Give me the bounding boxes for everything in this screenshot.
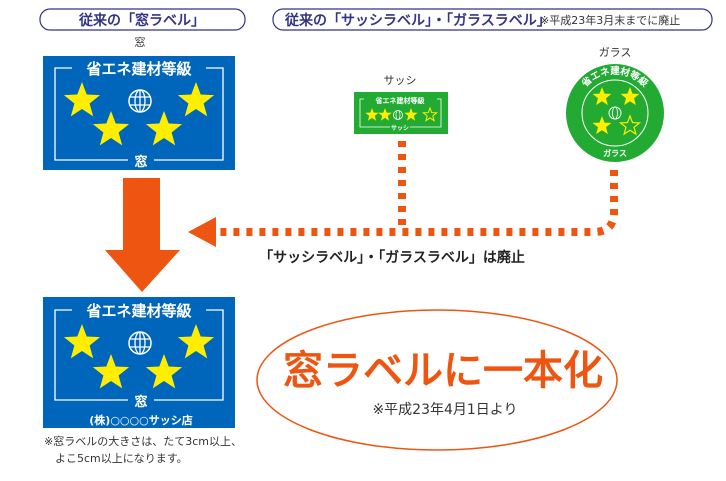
star-filled-icon: [145, 354, 183, 389]
window-label-old-title: 省エネ建材等級: [85, 60, 191, 78]
window-caption: 窓: [135, 35, 146, 49]
star-filled-icon: [63, 82, 101, 117]
size-note-line-2: よこ5cm以上になります。: [55, 452, 188, 465]
star-filled-icon: [592, 116, 612, 135]
window-label-new-maker: (株)○○○○サッシ店: [89, 413, 192, 427]
window-label-old-bottom: 窓: [134, 154, 147, 170]
arrow-head-left: [188, 217, 216, 247]
glass-caption: ガラス: [599, 46, 632, 59]
header-old-window: 従来の「窓ラベル」: [39, 8, 246, 31]
glass-label-bottom: ガラス: [603, 148, 627, 158]
window-label-new-title: 省エネ建材等級: [85, 302, 191, 320]
unify-headline: 窓ラベルに一本化: [283, 348, 603, 394]
globe-icon: [393, 110, 403, 120]
star-filled-icon: [592, 87, 612, 106]
size-note-line-1: ※窓ラベルの大きさは、たて3cm以上、: [44, 434, 242, 448]
star-filled-icon: [63, 324, 101, 359]
star-filled-icon: [92, 354, 130, 389]
unify-date: ※平成23年4月1日より: [372, 402, 517, 418]
star-filled-icon: [145, 111, 183, 146]
abolish-text: 「サッシラベル」・「ガラスラベル」は廃止: [259, 249, 525, 266]
unify-callout: 窓ラベルに一本化 ※平成23年4月1日より: [256, 309, 618, 451]
globe-icon: [608, 106, 622, 120]
star-filled-icon: [620, 87, 640, 106]
sash-label-stars: [365, 106, 439, 122]
star-filled-icon: [92, 111, 130, 146]
globe-icon: [128, 331, 152, 355]
header-old-sash-glass-text: 従来の「サッシラベル」・「ガラスラベル」: [284, 12, 551, 29]
header-abolish-note: ※平成23年3月末までに廃止: [540, 13, 680, 27]
sash-label-title: 省エネ建材等級: [375, 96, 426, 105]
down-arrow: [105, 178, 180, 292]
star-filled-icon: [177, 324, 215, 359]
header-old-sash-glass: 従来の「サッシラベル」・「ガラスラベル」 ※平成23年3月末までに廃止: [272, 8, 713, 31]
abolish-dotted-arrow: [188, 141, 618, 247]
star-outline-icon: [618, 114, 642, 136]
sash-label-bottom: サッシ: [391, 125, 409, 132]
star-filled-icon: [177, 82, 215, 117]
window-label-new-stars: [63, 324, 215, 389]
glass-label: 省エネ建材等級 ガラス: [566, 64, 664, 162]
glass-label-stars: [592, 87, 642, 136]
sash-caption: サッシ: [384, 74, 417, 87]
star-filled-icon: [378, 108, 392, 121]
window-label-old: 省エネ建材等級 窓: [43, 56, 235, 170]
sash-label: 省エネ建材等級 サッシ: [354, 92, 448, 134]
window-label-new: 省エネ建材等級 窓 (株)○○○○サッシ店: [43, 297, 235, 428]
star-filled-icon: [365, 108, 379, 121]
header-old-window-text: 従来の「窓ラベル」: [78, 12, 205, 29]
star-outline-icon: [421, 106, 439, 122]
star-filled-icon: [404, 108, 418, 121]
window-label-old-stars: [63, 82, 215, 146]
globe-icon: [128, 89, 152, 113]
window-label-new-bottom: 窓: [134, 394, 147, 410]
